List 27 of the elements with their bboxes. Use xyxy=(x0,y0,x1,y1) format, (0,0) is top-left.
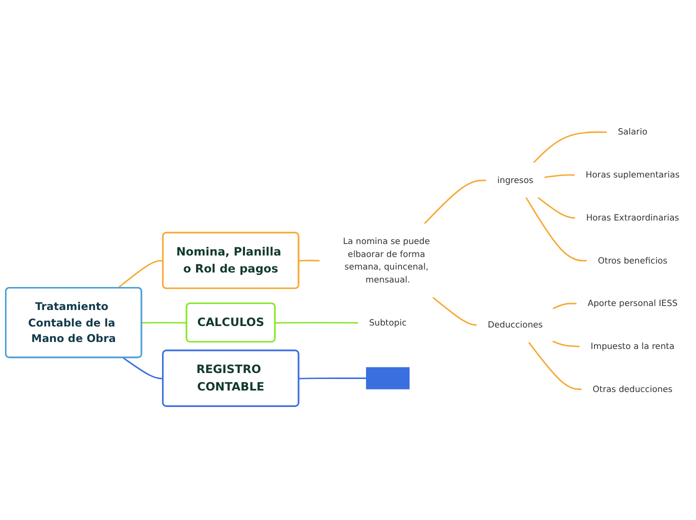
node-text: Aporte personal IESS xyxy=(588,298,678,308)
connector xyxy=(298,259,320,262)
connector xyxy=(142,322,187,324)
node-text: Impuesto a la renta xyxy=(590,340,674,351)
node-text: Horas suplementarias xyxy=(586,169,680,180)
node-text: Otros beneficios xyxy=(598,255,668,265)
node-text: Otras deducciones xyxy=(592,384,673,394)
connector xyxy=(544,174,576,178)
connector xyxy=(275,322,359,324)
connector xyxy=(538,196,576,218)
connector xyxy=(118,260,164,288)
connector xyxy=(532,131,608,164)
connector xyxy=(552,302,578,310)
connector xyxy=(432,296,478,326)
node-text: ingresos xyxy=(497,174,534,185)
connector xyxy=(423,179,487,224)
connector xyxy=(552,340,580,347)
node-text: Salario xyxy=(618,126,648,136)
connector xyxy=(525,196,588,262)
connector xyxy=(122,356,164,379)
connector xyxy=(528,341,582,390)
node-text: Deducciones xyxy=(488,319,543,330)
node-text: Horas Extraordinarias xyxy=(586,212,680,222)
node-bar xyxy=(366,366,410,389)
connector xyxy=(298,377,366,379)
node-text: La nomina se puede elbaorar de forma semana, quincenal, mensaual. xyxy=(343,236,430,284)
node-text: Subtopic xyxy=(369,317,407,328)
